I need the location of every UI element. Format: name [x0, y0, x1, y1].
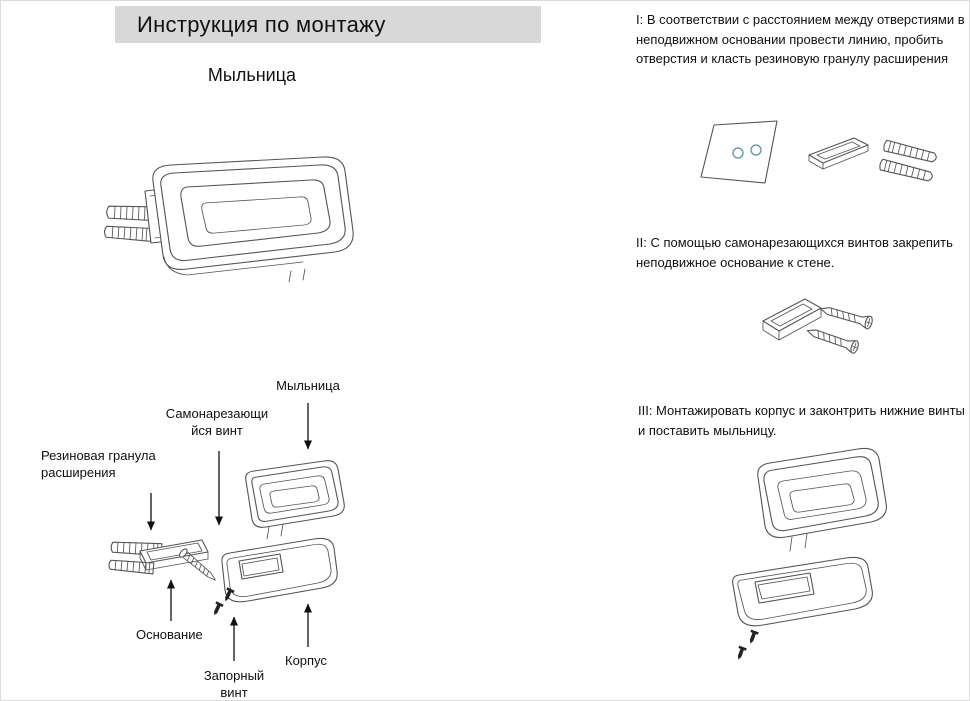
step1-illustration: [700, 120, 937, 184]
assembled-soap-dish-drawing: [103, 156, 354, 283]
page-title-bar: Инструкция по монтажу: [115, 6, 541, 43]
base-bracket-icon: [808, 137, 869, 170]
step2-illustration: [762, 298, 873, 354]
self-tapping-screw-icon: [806, 329, 859, 354]
wall-anchor-icon: [879, 139, 937, 182]
body-plate-icon: [221, 537, 338, 603]
callout-arrows: [147, 403, 312, 661]
step1-text: I: В соответствии с расстоянием между от…: [636, 12, 965, 66]
label-dish: Мыльница: [276, 378, 340, 393]
step3-illustration: [732, 447, 887, 660]
label-body: Корпус: [285, 653, 327, 668]
product-name: Мыльница: [207, 65, 297, 85]
soap-dish-icon: [245, 460, 345, 540]
label-self-tapping-screw: Самонарезающи йся винт: [165, 406, 269, 439]
label-rubber-expansion-plug: Резиновая гранула расширения: [41, 448, 156, 481]
step2-text: II: С помощью самонарезающихся винтов за…: [636, 235, 953, 270]
lock-screw-icon: [214, 587, 235, 616]
soap-dish-icon: [152, 156, 354, 283]
body-plate-icon: [732, 556, 873, 627]
exploded-view-drawing: [108, 460, 345, 616]
base-bracket-icon: [139, 539, 209, 571]
label-base: Основание: [136, 627, 203, 642]
label-lock-screw: Запорный винт: [203, 668, 265, 701]
soap-dish-icon: [757, 447, 887, 552]
lock-screw-icon: [737, 629, 759, 660]
page-title: Инструкция по монтажу: [137, 11, 386, 37]
wall-plate-icon: [700, 120, 778, 184]
step3-text: III: Монтажировать корпус и законтрить н…: [638, 403, 965, 438]
self-tapping-screw-icon: [178, 548, 216, 581]
base-bracket-icon: [762, 298, 822, 341]
self-tapping-screw-icon: [820, 307, 873, 330]
